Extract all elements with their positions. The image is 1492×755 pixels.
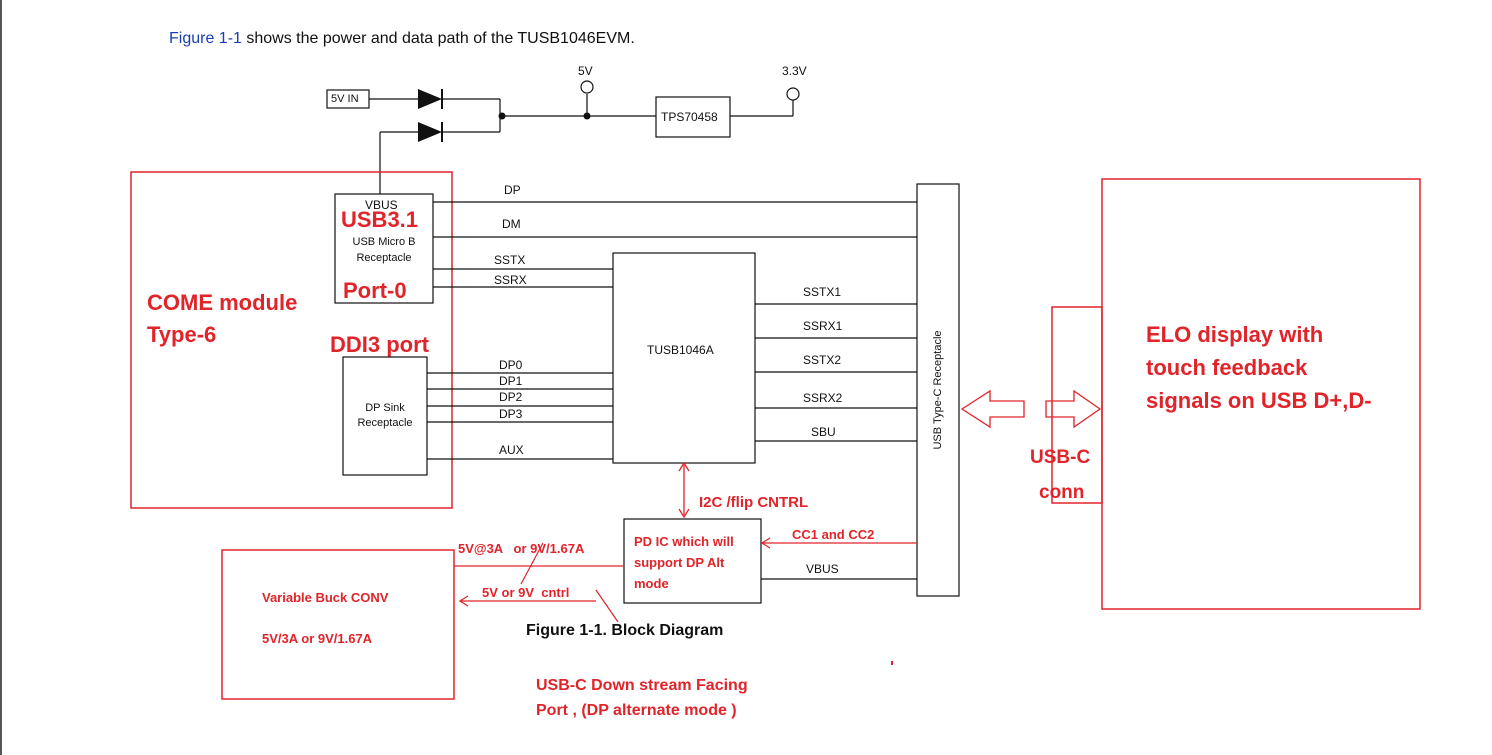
i2c-annotation: I2C /flip CNTRL [699,494,809,511]
pd-ic-line3: mode [634,576,669,591]
ddi3-annotation: DDI3 port [330,332,429,357]
mux-label: TUSB1046A [647,343,714,357]
3v3-rail-label: 3.3V [782,64,807,78]
diode-1-icon [418,89,442,109]
come-line1: COME module [147,290,298,315]
signal-aux: AUX [499,443,524,457]
typec-receptacle-label: USB Type-C Receptacle [932,330,944,450]
figure-link[interactable]: Figure 1-1 [169,30,242,47]
elo-line1: ELO display with [1146,322,1324,347]
signal-sstx2: SSTX2 [803,353,842,367]
signal-sstx: SSTX [494,253,526,267]
figure-caption: Figure 1-1. Block Diagram [526,622,724,639]
intro-text: Figure 1-1 shows the power and data path… [169,30,635,47]
signal-dp: DP [504,183,521,197]
usb-micro-b-box [334,193,434,304]
5v-rail-label: 5V [578,64,593,78]
come-line2: Type-6 [147,322,217,347]
dfp-line2: Port , (DP alternate mode ) [536,702,737,719]
cc-annotation: CC1 and CC2 [792,527,875,542]
usb-receptacle-line1: USB Micro B [352,236,416,248]
elo-line3: signals on USB D+,D- [1146,388,1372,413]
arrow-left-icon [458,595,469,607]
usb-receptacle-line2: Receptacle [356,252,412,264]
signal-dp2: DP2 [499,390,523,404]
usb-c-conn-line1: USB-C [1030,447,1091,468]
5v-in-label: 5V IN [331,93,359,105]
signal-dp3: DP3 [499,407,523,421]
signal-ssrx2: SSRX2 [803,391,843,405]
5v-terminal-icon [580,80,594,94]
diode-2-icon [418,122,442,142]
dp-sink-line1: DP Sink [365,402,405,414]
regulator-label: TPS70458 [661,110,718,124]
signal-sbu: SBU [811,425,836,439]
usb-c-conn-line2: conn [1039,482,1085,503]
hollow-arrow-left-icon [960,389,1025,429]
buck-line1: Variable Buck CONV [262,590,389,605]
arrow-up-icon [678,461,690,472]
dp-sink-line2: Receptacle [357,417,413,429]
dfp-line1: USB-C Down stream Facing [536,677,748,694]
buck-line2: 5V/3A or 9V/1.67A [262,631,373,646]
tusb1046a-box [612,252,756,464]
vbus-label: VBUS [365,198,398,212]
elo-line2: touch feedback [1146,355,1308,380]
signal-dp0: DP0 [499,358,523,372]
come-module-outline [130,171,453,509]
pd-ic-line1: PD IC which will [634,534,734,549]
usb-typec-receptacle-box [916,183,960,597]
regulator-box [655,96,731,138]
dp-sink-box [342,356,428,476]
arrow-down-icon [678,508,690,519]
pd-ic-box [623,518,762,604]
usb-c-conn-outline [1051,306,1103,504]
usb31-annotation: USB3.1 [341,207,419,232]
power-options-annotation: 5V@3A or 9V/1.67A [458,541,585,556]
pd-ic-line2: support DP Alt [634,555,725,570]
cntrl-annotation: 5V or 9V cntrl [482,585,570,600]
hollow-arrow-right-icon [1045,389,1102,429]
arrow-left-icon [760,537,771,549]
signal-sstx1: SSTX1 [803,285,842,299]
port0-annotation: Port-0 [343,278,407,303]
3v3-terminal-icon [786,87,800,101]
signal-dp1: DP1 [499,374,523,388]
signal-ssrx: SSRX [494,273,527,287]
signal-dm: DM [502,217,521,231]
signal-vbus-pd: VBUS [806,562,839,576]
buck-converter-outline [221,549,455,700]
signal-ssrx1: SSRX1 [803,319,843,333]
